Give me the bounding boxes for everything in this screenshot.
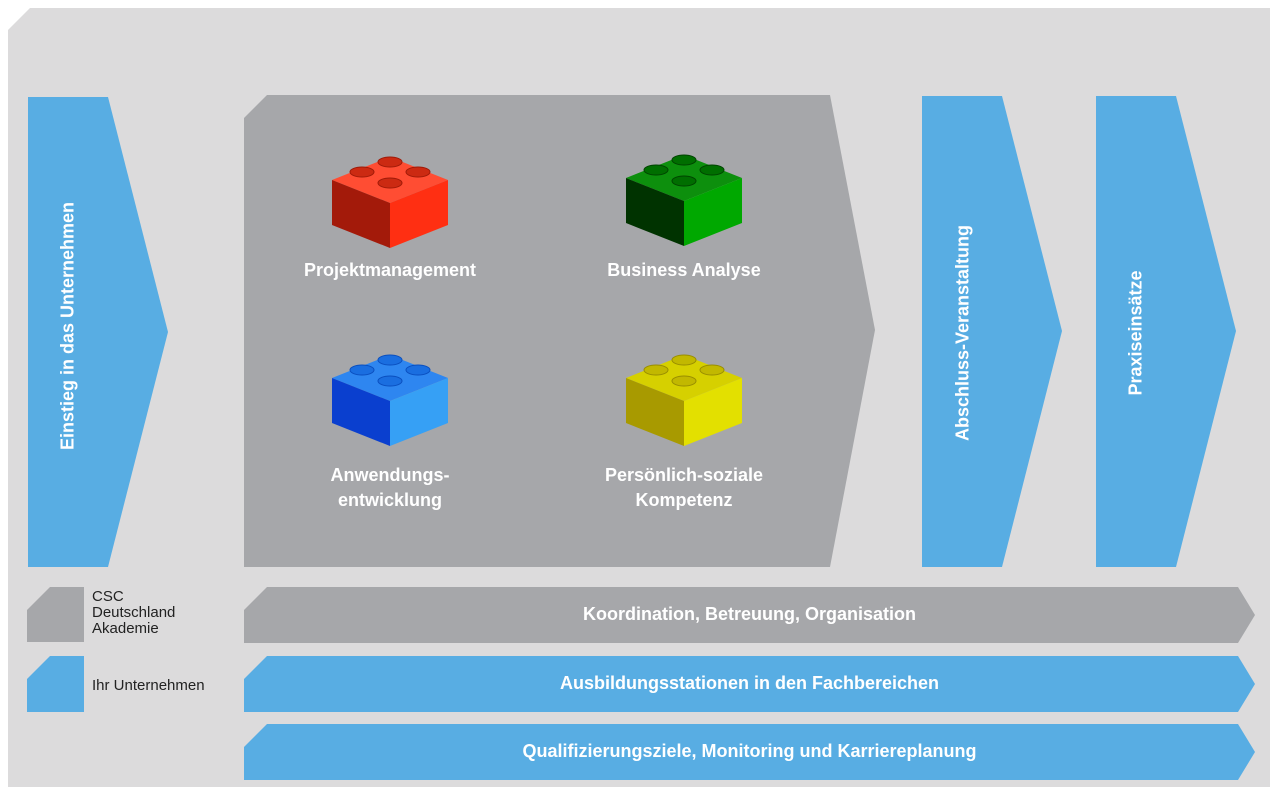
legend-academy-label: CSC Deutschland Akademie bbox=[92, 588, 176, 637]
coordination-bar bbox=[244, 587, 1255, 643]
module-label-projektmanagement: Projektmanagement bbox=[303, 260, 477, 280]
legend-academy-swatch bbox=[27, 587, 84, 642]
legend-company-label: Ihr Unternehmen bbox=[92, 677, 205, 694]
coordination-bar-label: Koordination, Betreuung, Organisation bbox=[583, 604, 916, 624]
lego-brick-green-icon bbox=[626, 154, 742, 246]
legend-company-swatch bbox=[27, 656, 84, 712]
closing-stage-chevron bbox=[922, 96, 1062, 567]
module-label-persoenlich-soziale-kompetenz: Persönlich-soziale Kompetenz bbox=[604, 465, 764, 510]
entry-stage-chevron bbox=[28, 97, 168, 567]
practice-stage-label: Praxiseinsätze bbox=[1125, 270, 1146, 396]
lego-brick-red-icon bbox=[332, 156, 448, 248]
lego-brick-blue-icon bbox=[332, 354, 448, 446]
lego-brick-yellow-icon bbox=[626, 354, 742, 446]
practice-stage-chevron bbox=[1096, 96, 1236, 567]
module-label-business-analyse: Business Analyse bbox=[607, 260, 761, 280]
goals-bar-label: Qualifizierungsziele, Monitoring und Kar… bbox=[522, 741, 977, 761]
closing-stage-label: Abschluss-Veranstaltung bbox=[952, 224, 973, 442]
stations-bar bbox=[244, 656, 1255, 712]
goals-bar bbox=[244, 724, 1255, 780]
entry-stage-label: Einstieg in das Unternehmen bbox=[57, 201, 78, 451]
stations-bar-label: Ausbildungsstationen in den Fachbereiche… bbox=[559, 673, 940, 693]
module-label-anwendungsentwicklung: Anwendungs- entwicklung bbox=[330, 465, 450, 510]
